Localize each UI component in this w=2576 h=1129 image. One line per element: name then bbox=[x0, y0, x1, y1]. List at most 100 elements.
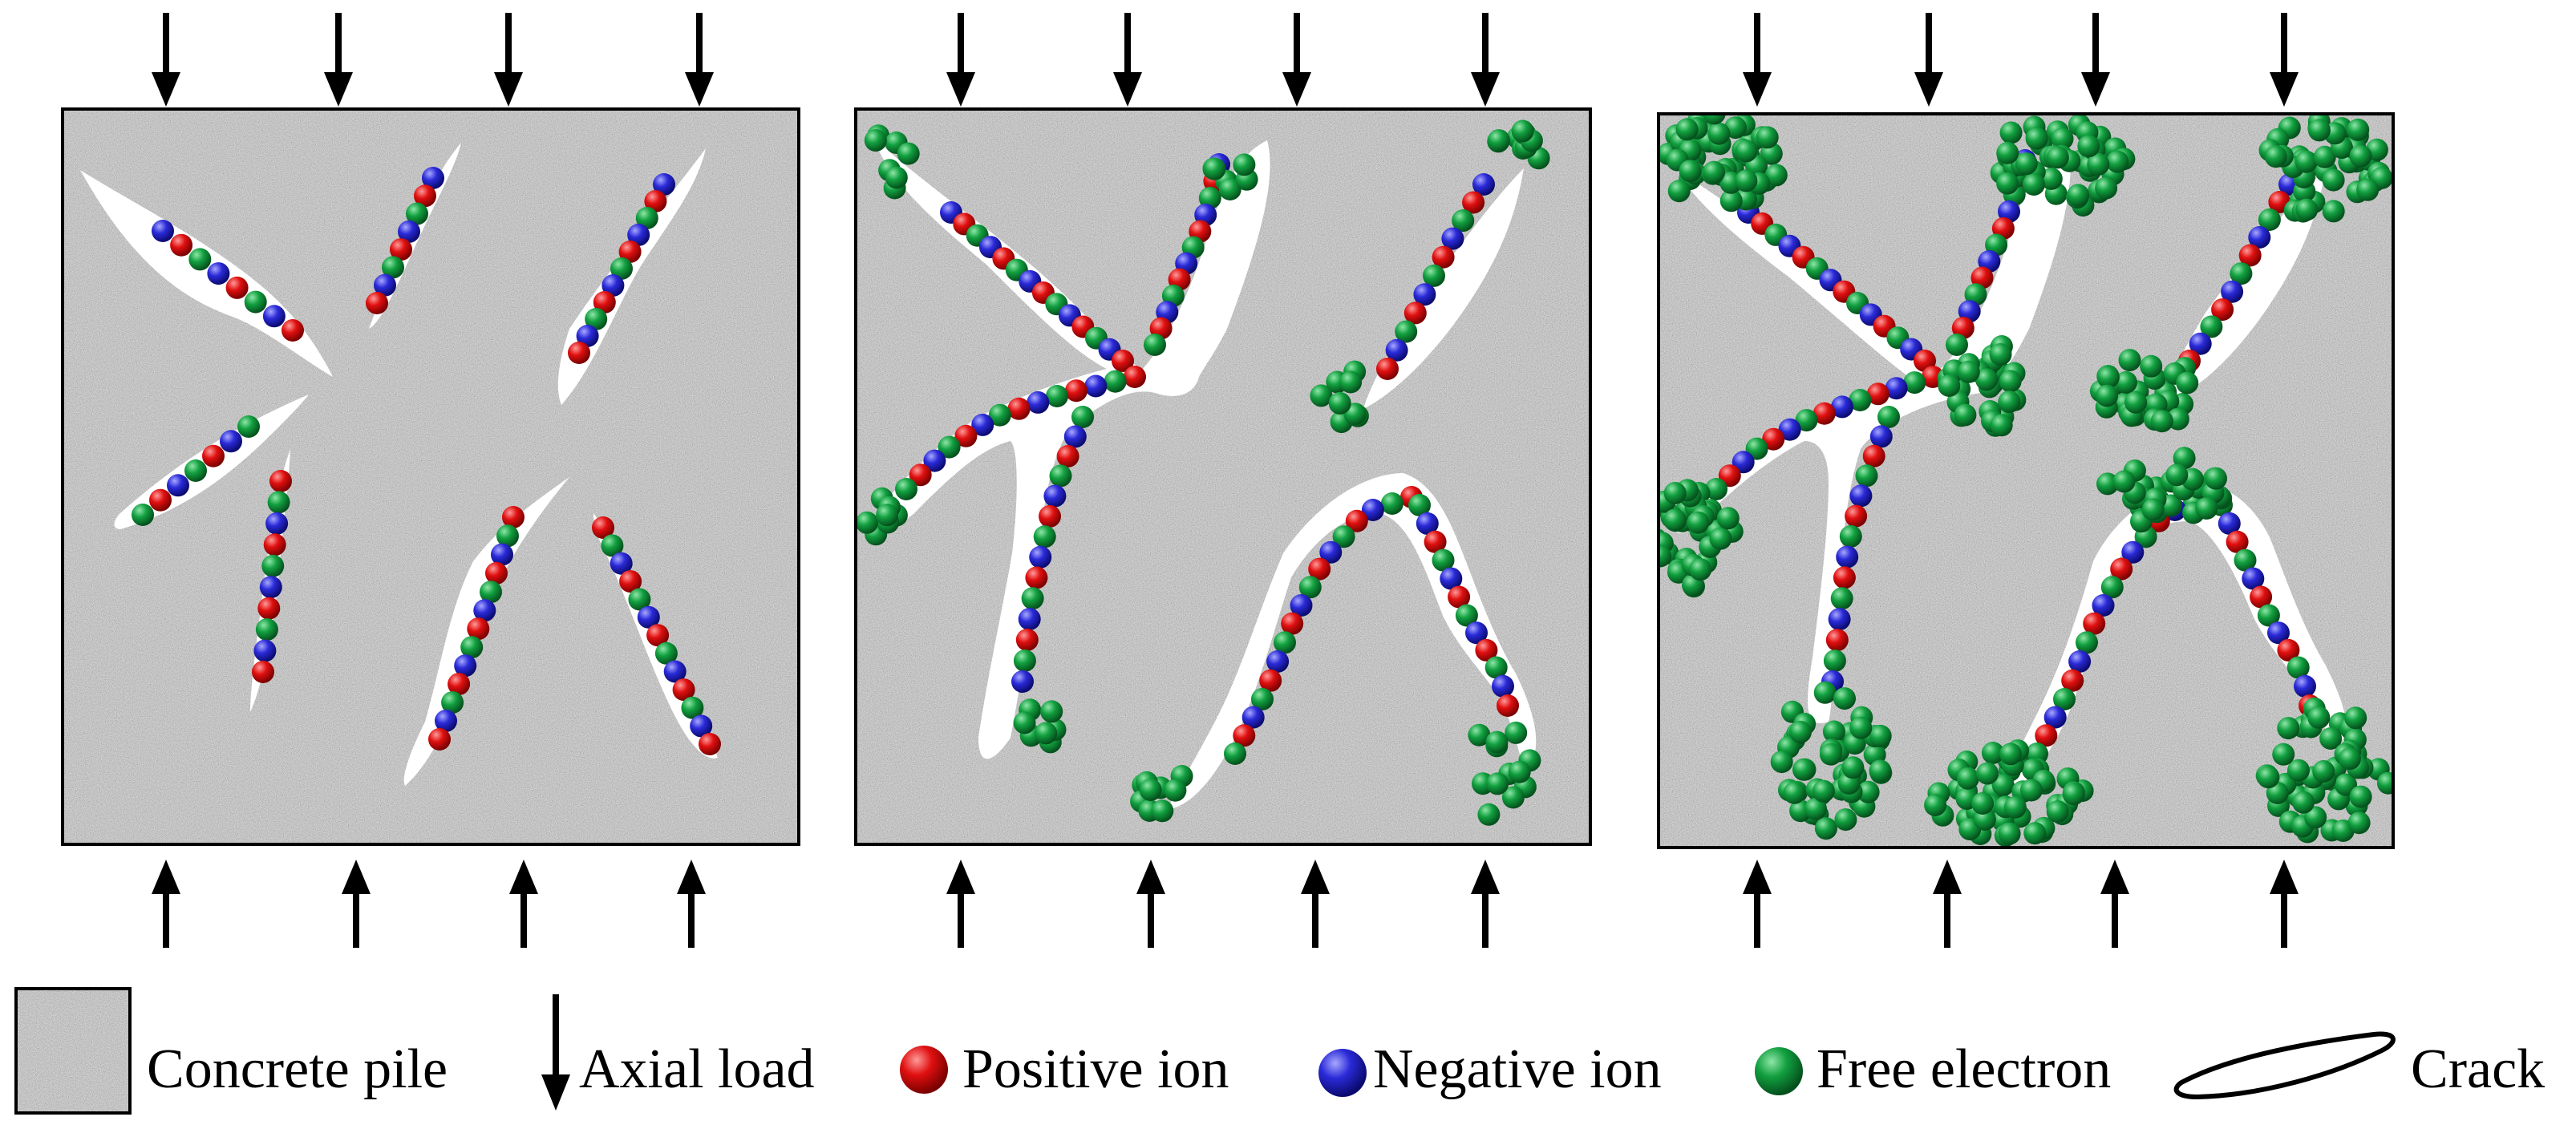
free-electron bbox=[895, 478, 917, 500]
negative-ion bbox=[398, 220, 420, 243]
free-electron bbox=[1814, 817, 1837, 840]
positive-ion bbox=[1124, 366, 1146, 388]
positive-ion bbox=[619, 570, 642, 593]
free-electron bbox=[2322, 168, 2345, 192]
free-electron bbox=[2349, 144, 2372, 168]
positive-ion bbox=[1015, 629, 1039, 651]
free-electron bbox=[1735, 169, 1758, 192]
negative-ion bbox=[663, 660, 687, 683]
axial-load-arrowhead bbox=[2270, 72, 2299, 107]
free-electron bbox=[1151, 799, 1174, 823]
free-electron bbox=[1989, 343, 2012, 366]
free-electron bbox=[2295, 150, 2318, 173]
positive-ion bbox=[593, 291, 616, 314]
positive-ion bbox=[618, 241, 642, 263]
free-electron bbox=[267, 491, 290, 514]
positive-ion bbox=[502, 506, 525, 528]
free-electron bbox=[1198, 187, 1221, 209]
axial-load-arrowhead bbox=[1471, 860, 1500, 894]
positive-ion bbox=[1866, 382, 1889, 406]
negative-ion bbox=[1778, 418, 1801, 441]
negative-ion bbox=[2248, 226, 2271, 249]
negative-ion bbox=[1885, 377, 1908, 400]
legend-positive-ion: Positive ion bbox=[900, 1038, 1229, 1100]
negative-ion bbox=[1869, 425, 1893, 448]
positive-ion bbox=[1112, 350, 1134, 372]
positive-ion bbox=[390, 238, 412, 261]
free-electron bbox=[1869, 759, 1892, 783]
free-electron bbox=[1855, 464, 1878, 488]
free-electron bbox=[1946, 334, 1968, 356]
negative-ion bbox=[454, 654, 477, 678]
negative-ion bbox=[1241, 706, 1265, 729]
free-electron bbox=[1485, 730, 1509, 754]
negative-ion bbox=[923, 449, 946, 472]
free-electron bbox=[2335, 773, 2357, 796]
positive-ion bbox=[1813, 402, 1836, 425]
axial-load-arrowhead bbox=[1301, 860, 1330, 894]
negative-ion bbox=[1385, 338, 1408, 362]
negative-ion bbox=[220, 430, 242, 453]
free-electron bbox=[2100, 576, 2124, 599]
particles-panel-3 bbox=[1659, 114, 2393, 848]
free-electron bbox=[2165, 463, 2189, 487]
axial-load-arrowhead bbox=[2081, 72, 2110, 107]
positive-ion bbox=[1497, 694, 1519, 717]
free-electron bbox=[1659, 544, 1672, 568]
free-electron bbox=[654, 641, 678, 665]
positive-ion bbox=[699, 733, 721, 755]
negative-ion bbox=[1011, 670, 1034, 693]
panel-1-border bbox=[61, 107, 800, 846]
free-electron bbox=[2087, 152, 2110, 176]
positive-ion bbox=[1862, 444, 1885, 467]
positive-ion bbox=[2277, 638, 2300, 662]
free-electron bbox=[2176, 371, 2199, 395]
positive-ion bbox=[1825, 629, 1849, 652]
axial-load-arrowhead bbox=[946, 860, 975, 894]
positive-ion bbox=[263, 533, 286, 556]
free-electron bbox=[1251, 688, 1274, 710]
free-electron bbox=[2019, 779, 2043, 802]
free-electron bbox=[2347, 118, 2370, 141]
negative-ion bbox=[1063, 425, 1087, 448]
positive-ion bbox=[1281, 612, 1304, 635]
negative-ion bbox=[2242, 567, 2265, 590]
positive-ion bbox=[467, 617, 490, 641]
negative-ion bbox=[152, 220, 174, 242]
positive-ion bbox=[1845, 504, 1868, 528]
free-electron bbox=[2095, 176, 2118, 200]
negative-ion bbox=[2092, 594, 2115, 617]
free-electron bbox=[1310, 384, 1333, 407]
free-electron bbox=[988, 403, 1011, 427]
free-electron bbox=[1804, 797, 1827, 820]
free-electron bbox=[1999, 743, 2023, 766]
positive-ion bbox=[2211, 298, 2234, 322]
green-sphere-icon bbox=[1755, 1047, 1803, 1095]
free-electron bbox=[1756, 126, 1779, 149]
free-electron bbox=[1380, 492, 1403, 515]
free-electron bbox=[2257, 766, 2280, 789]
legend-concrete: Concrete pile bbox=[14, 987, 448, 1115]
free-electron bbox=[2115, 370, 2137, 394]
free-electron bbox=[480, 581, 502, 604]
positive-ion bbox=[1007, 397, 1031, 420]
free-electron bbox=[2304, 806, 2327, 829]
positive-ion bbox=[1065, 379, 1088, 403]
positive-ion bbox=[1376, 358, 1399, 380]
positive-ion bbox=[909, 463, 932, 487]
negative-ion bbox=[637, 605, 660, 629]
free-electron bbox=[938, 435, 961, 459]
free-electron bbox=[2076, 631, 2098, 654]
negative-ion bbox=[1416, 512, 1439, 535]
free-electron bbox=[1203, 157, 1226, 180]
crack bbox=[1997, 481, 2347, 794]
axial-load-arrowhead bbox=[152, 860, 180, 894]
positive-ion bbox=[366, 292, 388, 314]
axial-load-arrowhead bbox=[509, 860, 538, 894]
free-electron bbox=[1996, 141, 2019, 164]
blue-sphere-icon bbox=[1318, 1049, 1367, 1097]
free-electron bbox=[1511, 119, 1534, 143]
free-electron bbox=[1013, 649, 1036, 672]
positive-ion bbox=[202, 444, 225, 467]
